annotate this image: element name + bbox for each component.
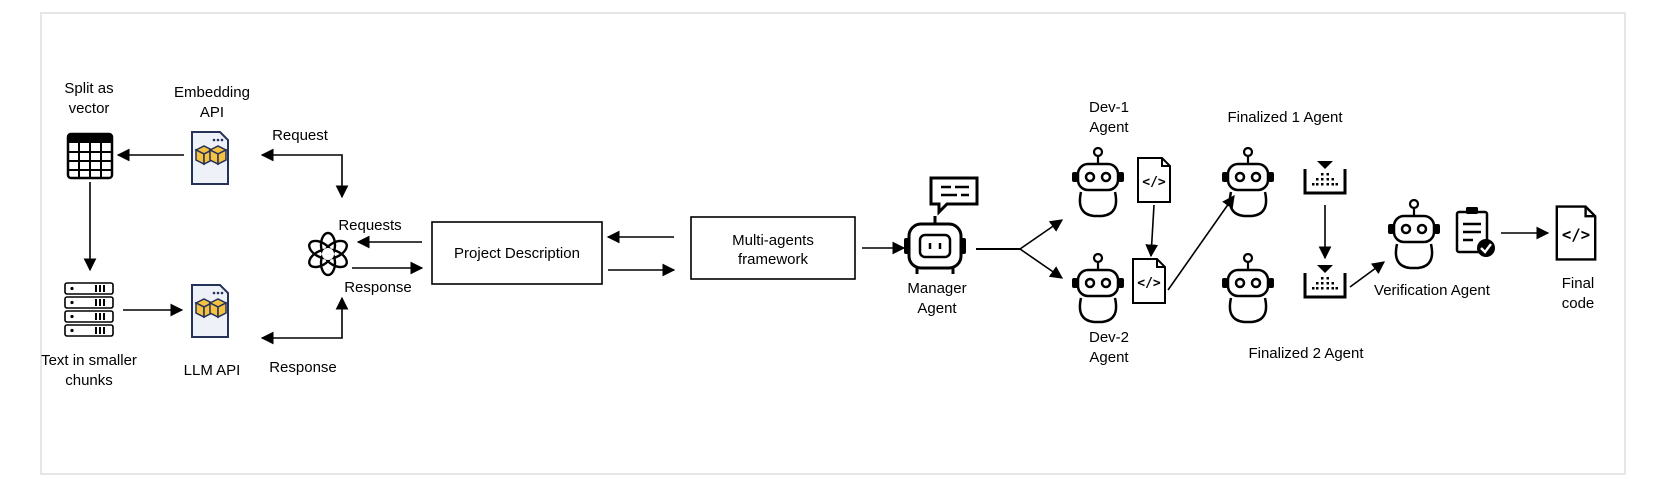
diagram-frame: [40, 12, 1626, 475]
dev2-code-file-icon: [1132, 258, 1166, 304]
finalized1-merge-icon: [1303, 159, 1347, 195]
openai-logo-icon: [308, 231, 348, 277]
checklist-approved-icon: [1455, 207, 1495, 257]
manager-agent-label-line2: Agent: [917, 300, 957, 317]
dev2-robot-icon: [1070, 252, 1126, 324]
table-grid-icon: [66, 132, 114, 180]
project-description-label: Project Description: [454, 245, 580, 262]
arrow-code2-to-finalized1: [1167, 194, 1235, 291]
llm-api-icon: [191, 284, 229, 338]
embedding-api-icon: [191, 131, 229, 185]
dev2-label-line2: Agent: [1089, 349, 1129, 366]
arrow-request-loop: [260, 148, 349, 199]
arrow-response-loop: [260, 296, 349, 345]
embedding-api-label-line2: API: [200, 104, 224, 121]
manager-agent-label-line1: Manager: [907, 280, 966, 297]
dev2-label-line1: Dev-2: [1089, 329, 1129, 346]
text-chunks-label-line2: chunks: [65, 372, 113, 389]
finalized1-robot-icon: [1220, 146, 1276, 218]
arrow-to-dev1: [1019, 219, 1064, 250]
framework-label-line2: framework: [738, 251, 809, 268]
finalized2-robot-icon: [1220, 252, 1276, 324]
final-code-label-line1: Final: [1562, 275, 1595, 292]
final-code-label-line2: code: [1562, 295, 1595, 312]
multi-agents-framework-box: [690, 216, 856, 280]
server-stack-icon: [64, 282, 114, 337]
arrow-to-dev2: [1019, 248, 1064, 279]
verification-agent-label: Verification Agent: [1374, 282, 1491, 299]
request-label: Request: [272, 127, 329, 144]
embedding-api-label-line1: Embedding: [174, 84, 250, 101]
finalized2-label: Finalized 2 Agent: [1248, 345, 1364, 362]
response-mid-label: Response: [344, 279, 412, 296]
split-as-vector-label-line2: vector: [69, 100, 110, 117]
finalized1-label: Finalized 1 Agent: [1227, 109, 1343, 126]
split-as-vector-label-line1: Split as: [64, 80, 113, 97]
response-bottom-label: Response: [269, 359, 337, 376]
project-description-box: [431, 221, 603, 285]
robot-chat-icon: [904, 176, 979, 274]
framework-label-line1: Multi-agents: [732, 232, 814, 249]
dev1-label-line1: Dev-1: [1089, 99, 1129, 116]
final-code-icon: [1555, 205, 1597, 261]
dev1-label-line2: Agent: [1089, 119, 1129, 136]
arrow-to-verification: [1349, 261, 1386, 288]
verification-robot-icon: [1386, 198, 1442, 270]
requests-label: Requests: [338, 217, 401, 234]
llm-api-label: LLM API: [184, 362, 241, 379]
dev1-code-file-icon: [1137, 157, 1171, 203]
text-chunks-label-line1: Text in smaller: [41, 352, 137, 369]
finalized2-merge-icon: [1303, 263, 1347, 299]
dev1-robot-icon: [1070, 146, 1126, 218]
arrow-code1-to-code2: [1145, 204, 1159, 258]
